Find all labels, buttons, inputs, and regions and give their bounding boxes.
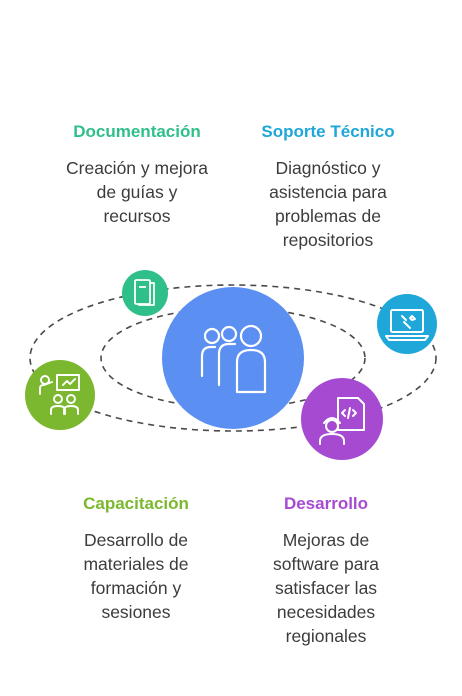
documentacion-icon-circle (122, 270, 168, 316)
document-icon (134, 279, 155, 306)
soporte-line: asistencia para (269, 182, 387, 202)
capacitacion-line: formación y (90, 578, 182, 598)
documentacion-title: Documentación (73, 122, 201, 141)
soporte-line: problemas de (274, 206, 382, 226)
soporte-title: Soporte Técnico (261, 122, 395, 141)
laptop-tools-icon (385, 309, 429, 341)
desarrollo-icon-circle (301, 378, 383, 460)
capacitacion-line: materiales de (83, 554, 189, 574)
desarrollo-line: Mejoras de (282, 530, 370, 550)
desarrollo-line: regionales (285, 626, 367, 646)
documentacion-line: de guías y (96, 182, 178, 202)
desarrollo-description: Mejoras de software para satisfacer las … (226, 528, 426, 648)
capacitacion-title: Capacitación (83, 494, 189, 513)
documentacion-line: recursos (103, 206, 171, 226)
team-icon (200, 324, 267, 394)
documentacion-description: Creación y mejora de guías y recursos (37, 156, 237, 228)
soporte-line: Diagnóstico y (275, 158, 381, 178)
inner-orbit (100, 307, 366, 409)
desarrollo-line: software para (272, 554, 380, 574)
desarrollo-title: Desarrollo (283, 494, 369, 513)
capacitacion-line: Desarrollo de (83, 530, 189, 550)
outer-orbit (29, 284, 437, 432)
soporte-line: repositorios (282, 230, 374, 250)
developer-code-icon (319, 397, 365, 445)
teacher-presentation-icon (39, 374, 80, 415)
capacitacion-line: sesiones (101, 602, 171, 622)
soporte-description: Diagnóstico y asistencia para problemas … (228, 156, 428, 252)
desarrollo-line: satisfacer las (274, 578, 378, 598)
documentacion-line: Creación y mejora (66, 158, 208, 178)
center-circle (162, 287, 304, 429)
desarrollo-line: necesidades (276, 602, 376, 622)
capacitacion-description: Desarrollo de materiales de formación y … (36, 528, 236, 624)
